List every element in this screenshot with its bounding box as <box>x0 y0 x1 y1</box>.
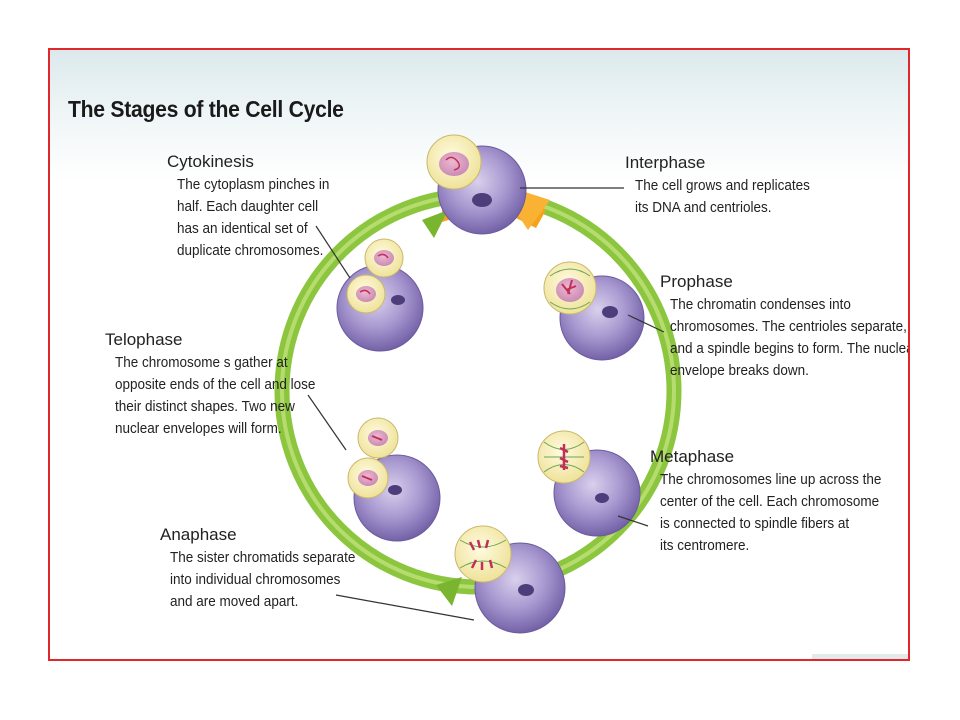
cell-cycle-diagram <box>274 134 908 659</box>
stage-anaphase: Anaphase The sister chromatids separate … <box>160 525 376 613</box>
stage-description: The sister chromatids separate into indi… <box>170 547 355 613</box>
stage-name: Interphase <box>625 153 706 172</box>
description-line: its DNA and centrioles. <box>635 199 772 216</box>
stage-name: Anaphase <box>160 525 237 544</box>
description-line: center of the cell. Each chromosome <box>660 493 880 510</box>
description-line: chromosomes. The centrioles separate, <box>670 318 907 335</box>
diagram-title: The Stages of the Cell Cycle <box>68 96 344 122</box>
cycle-arrowhead-bottom <box>436 577 462 606</box>
stage-description: The cytoplasm pinches in half. Each daug… <box>177 174 329 262</box>
description-line: The chromosomes line up across the <box>660 471 882 488</box>
leader-line-anaphase <box>335 594 475 621</box>
description-line: opposite ends of the cell and lose <box>115 376 316 393</box>
telophase-cell <box>347 417 441 542</box>
cytokinesis-cell <box>336 238 424 352</box>
interphase-cell <box>426 134 527 235</box>
stage-name: Cytokinesis <box>167 152 254 171</box>
description-line: The cytoplasm pinches in <box>177 176 330 193</box>
stage-telophase: Telophase The chromosome s gather at opp… <box>105 330 338 440</box>
description-line: is connected to spindle fibers at <box>660 515 850 532</box>
anaphase-cell <box>454 525 566 634</box>
stage-description: The chromatin condenses into chromosomes… <box>670 294 910 382</box>
description-line: and a spindle begins to form. The nuclea… <box>670 340 910 357</box>
stage-cytokinesis: Cytokinesis The cytoplasm pinches in hal… <box>167 152 346 262</box>
description-line: into individual chromosomes <box>170 571 341 588</box>
stage-name: Metaphase <box>650 447 735 466</box>
description-line: The sister chromatids separate <box>170 549 356 566</box>
stage-name: Prophase <box>660 272 733 291</box>
prophase-cell <box>543 261 645 361</box>
slide-frame: The Stages of the Cell Cycle <box>48 48 910 661</box>
description-line: The chromatin condenses into <box>670 296 851 313</box>
leader-line-metaphase <box>617 515 649 527</box>
stage-metaphase: Metaphase The chromosomes line up across… <box>650 447 906 557</box>
description-line: The chromosome s gather at <box>115 354 288 371</box>
description-line: its centromere. <box>660 537 750 554</box>
stage-description: The cell grows and replicates its DNA an… <box>635 175 810 219</box>
stage-description: The chromosome s gather at opposite ends… <box>115 352 315 440</box>
description-line: their distinct shapes. Two new <box>115 398 295 415</box>
description-line: envelope breaks down. <box>670 362 809 379</box>
stage-description: The chromosomes line up across the cente… <box>660 469 881 557</box>
metaphase-cell <box>537 430 641 537</box>
description-line: has an identical set of <box>177 220 308 237</box>
leader-line-prophase <box>627 314 665 333</box>
cycle-arrowhead-top <box>422 210 448 238</box>
leader-line-telophase <box>307 394 347 451</box>
stage-interphase: Interphase The cell grows and replicates… <box>625 153 829 219</box>
description-line: and are moved apart. <box>170 593 299 610</box>
stage-prophase: Prophase The chromatin condenses into ch… <box>660 272 910 382</box>
description-line: nuclear envelopes will form. <box>115 420 282 437</box>
description-line: The cell grows and replicates <box>635 177 810 194</box>
footer-strip <box>812 654 908 659</box>
description-line: half. Each daughter cell <box>177 198 319 215</box>
stage-name: Telophase <box>105 330 183 349</box>
description-line: duplicate chromosomes. <box>177 242 324 259</box>
leader-line-cytokinesis <box>315 225 351 279</box>
